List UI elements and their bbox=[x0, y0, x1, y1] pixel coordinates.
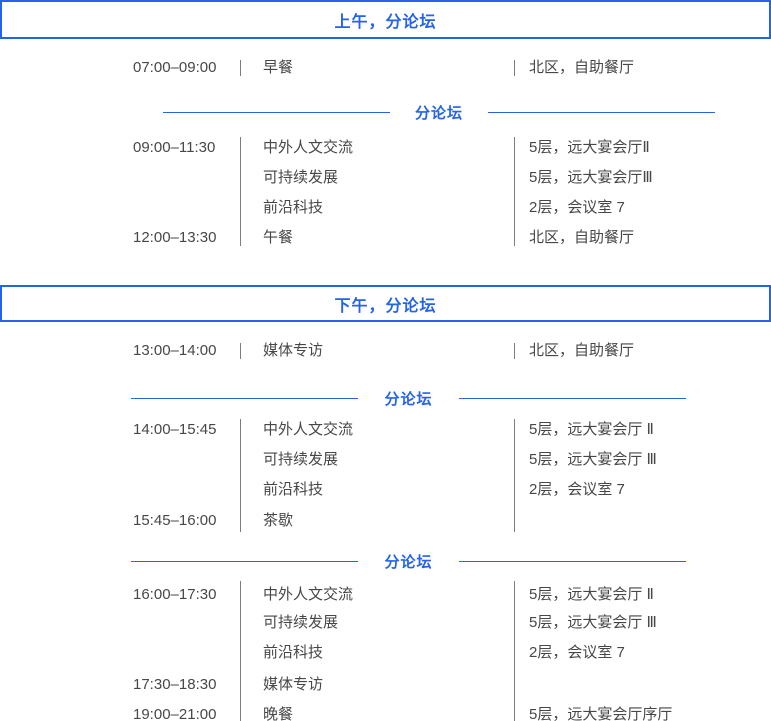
time-cell: 19:00–21:00 bbox=[133, 706, 217, 721]
event-cell: 可持续发展 bbox=[263, 451, 339, 468]
event-cell: 媒体专访 bbox=[263, 676, 324, 693]
column-separator bbox=[514, 581, 515, 721]
schedule-row: 可持续发展 5层，远大宴会厅Ⅲ bbox=[0, 168, 771, 188]
event-cell: 前沿科技 bbox=[263, 199, 324, 216]
divider-line-left bbox=[131, 397, 358, 399]
schedule-row: 15:45–16:00 茶歇 bbox=[0, 511, 771, 531]
location-cell: 5层，远大宴会厅 Ⅲ bbox=[529, 451, 657, 468]
schedule-row: 16:00–17:30 中外人文交流 5层，远大宴会厅 Ⅱ bbox=[0, 585, 771, 605]
divider-label: 分论坛 bbox=[414, 104, 463, 122]
location-cell: 北区，自助餐厅 bbox=[529, 342, 635, 359]
divider-line-right bbox=[458, 560, 686, 562]
column-separator bbox=[240, 60, 241, 76]
event-cell: 中外人文交流 bbox=[263, 139, 354, 156]
time-cell: 12:00–13:30 bbox=[133, 229, 217, 246]
column-separator bbox=[240, 581, 241, 721]
event-cell: 晚餐 bbox=[263, 706, 294, 721]
column-separator bbox=[240, 137, 241, 246]
schedule-row: 可持续发展 5层，远大宴会厅 Ⅲ bbox=[0, 450, 771, 470]
event-cell: 媒体专访 bbox=[263, 342, 324, 359]
session-banner-morning-label: 上午，分论坛 bbox=[334, 13, 437, 31]
column-separator bbox=[514, 137, 515, 246]
location-cell: 5层，远大宴会厅 Ⅱ bbox=[529, 586, 654, 603]
session-banner-morning: 上午，分论坛 bbox=[0, 0, 771, 39]
column-separator bbox=[240, 419, 241, 532]
divider-line-right bbox=[458, 397, 686, 399]
schedule-row: 前沿科技 2层，会议室 7 bbox=[0, 643, 771, 663]
location-cell: 2层，会议室 7 bbox=[529, 481, 625, 498]
event-cell: 午餐 bbox=[263, 229, 294, 246]
schedule-row: 可持续发展 5层，远大宴会厅 Ⅲ bbox=[0, 613, 771, 633]
location-cell: 5层，远大宴会厅Ⅱ bbox=[529, 139, 650, 156]
time-cell: 16:00–17:30 bbox=[133, 586, 217, 603]
column-separator bbox=[514, 343, 515, 359]
divider-line-left bbox=[163, 111, 390, 113]
event-cell: 可持续发展 bbox=[263, 169, 339, 186]
time-cell: 14:00–15:45 bbox=[133, 421, 217, 438]
time-cell: 15:45–16:00 bbox=[133, 512, 217, 529]
location-cell: 北区，自助餐厅 bbox=[529, 59, 635, 76]
divider-label: 分论坛 bbox=[384, 553, 433, 571]
column-separator bbox=[240, 343, 241, 359]
divider-line-left bbox=[131, 560, 358, 562]
time-cell: 07:00–09:00 bbox=[133, 59, 217, 76]
location-cell: 5层，远大宴会厅Ⅲ bbox=[529, 169, 653, 186]
event-cell: 早餐 bbox=[263, 59, 294, 76]
forum-divider: 分论坛 bbox=[131, 551, 686, 571]
forum-divider: 分论坛 bbox=[163, 102, 715, 122]
schedule-row: 14:00–15:45 中外人文交流 5层，远大宴会厅 Ⅱ bbox=[0, 420, 771, 440]
time-cell: 17:30–18:30 bbox=[133, 676, 217, 693]
location-cell: 2层，会议室 7 bbox=[529, 199, 625, 216]
time-cell: 09:00–11:30 bbox=[133, 139, 216, 156]
schedule-row: 09:00–11:30 中外人文交流 5层，远大宴会厅Ⅱ bbox=[0, 138, 771, 158]
event-cell: 可持续发展 bbox=[263, 614, 339, 631]
event-cell: 中外人文交流 bbox=[263, 421, 354, 438]
location-cell: 5层，远大宴会厅 Ⅱ bbox=[529, 421, 654, 438]
event-cell: 茶歇 bbox=[263, 512, 294, 529]
column-separator bbox=[514, 60, 515, 76]
location-cell: 5层，远大宴会厅 Ⅲ bbox=[529, 614, 657, 631]
divider-line-right bbox=[487, 111, 715, 113]
schedule-row-breakfast: 07:00–09:00 早餐 北区，自助餐厅 bbox=[0, 58, 771, 78]
time-cell: 13:00–14:00 bbox=[133, 342, 217, 359]
schedule-row: 19:00–21:00 晚餐 5层，远大宴会厅序厅 bbox=[0, 705, 771, 721]
schedule-row: 前沿科技 2层，会议室 7 bbox=[0, 198, 771, 218]
schedule-row: 17:30–18:30 媒体专访 bbox=[0, 675, 771, 695]
location-cell: 2层，会议室 7 bbox=[529, 644, 625, 661]
event-cell: 前沿科技 bbox=[263, 644, 324, 661]
forum-divider: 分论坛 bbox=[131, 388, 686, 408]
location-cell: 北区，自助餐厅 bbox=[529, 229, 635, 246]
event-cell: 前沿科技 bbox=[263, 481, 324, 498]
event-cell: 中外人文交流 bbox=[263, 586, 354, 603]
location-cell: 5层，远大宴会厅序厅 bbox=[529, 706, 673, 721]
session-banner-afternoon: 下午，分论坛 bbox=[0, 285, 771, 322]
divider-label: 分论坛 bbox=[384, 390, 433, 408]
schedule-row: 前沿科技 2层，会议室 7 bbox=[0, 480, 771, 500]
schedule-row: 12:00–13:30 午餐 北区，自助餐厅 bbox=[0, 228, 771, 248]
column-separator bbox=[514, 419, 515, 532]
session-banner-afternoon-label: 下午，分论坛 bbox=[334, 297, 437, 315]
schedule-row-media: 13:00–14:00 媒体专访 北区，自助餐厅 bbox=[0, 341, 771, 361]
